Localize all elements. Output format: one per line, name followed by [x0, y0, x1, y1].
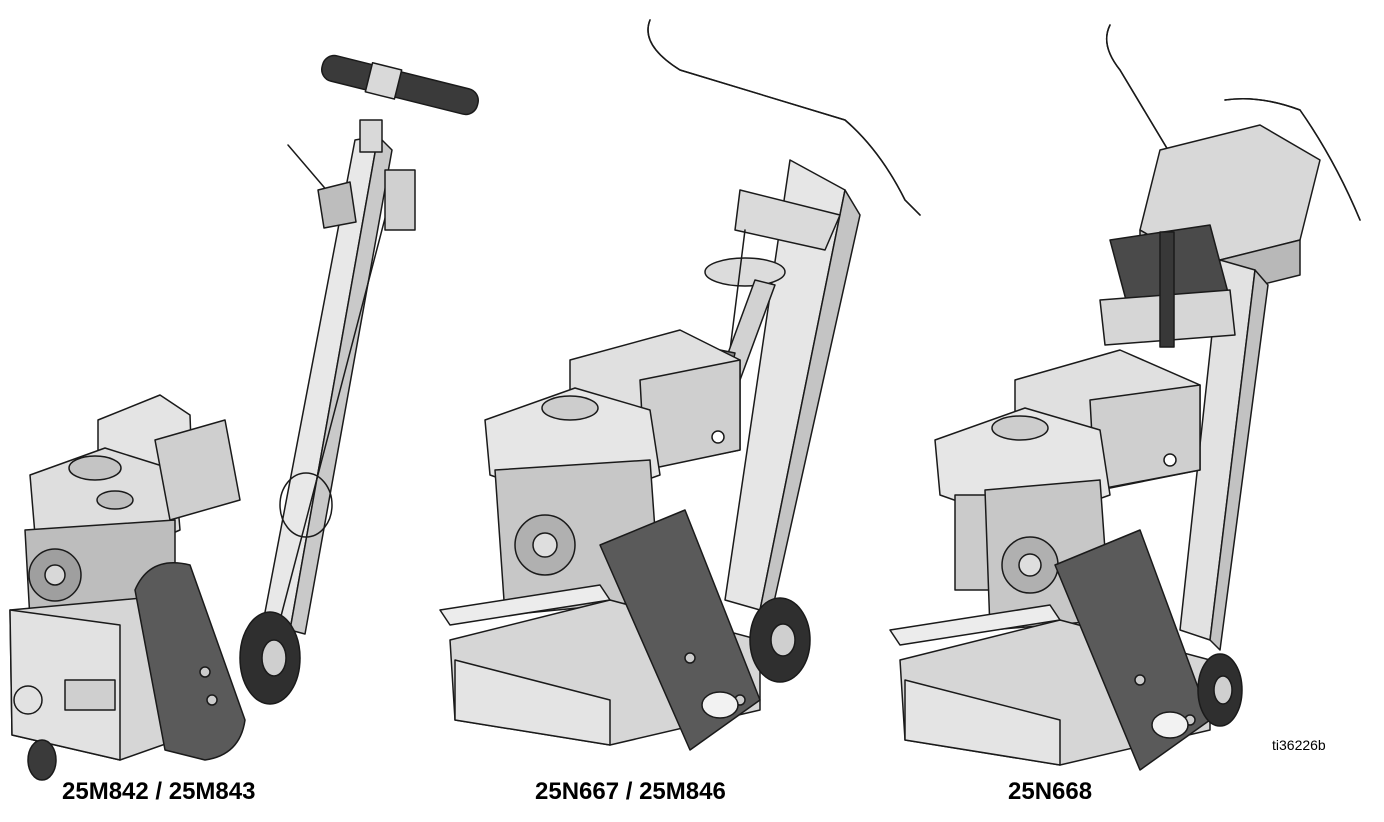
handle-frame	[724, 159, 861, 621]
rear-wheel	[239, 611, 301, 705]
engine	[484, 329, 741, 616]
caption-machine-2: 25N667 / 25M846	[535, 778, 726, 805]
rear-wheel	[1197, 653, 1243, 727]
front-caster	[13, 685, 57, 781]
handle-grip	[647, 19, 921, 216]
depth-lever	[287, 144, 416, 231]
machine-25N668	[889, 24, 1361, 771]
handle-frame	[261, 119, 396, 635]
machine-25M842-25M843	[9, 54, 479, 781]
handle-grip	[321, 54, 479, 116]
right-handle-grip	[1224, 98, 1361, 221]
machine-25N667-25M846	[439, 19, 921, 751]
engine	[24, 394, 241, 621]
belt-guard	[599, 509, 761, 751]
handle-outline	[647, 19, 921, 216]
left-handle-grip	[1105, 24, 1181, 171]
caption-machine-1: 25M842 / 25M843	[62, 778, 256, 805]
handle-frame	[1179, 259, 1269, 651]
belt-guard	[134, 562, 246, 761]
battery	[1099, 224, 1236, 348]
pull-ring	[279, 472, 333, 538]
figure-id: ti36226b	[1272, 737, 1326, 753]
rear-wheel	[749, 597, 811, 683]
caption-machine-3: 25N668	[1008, 778, 1093, 805]
